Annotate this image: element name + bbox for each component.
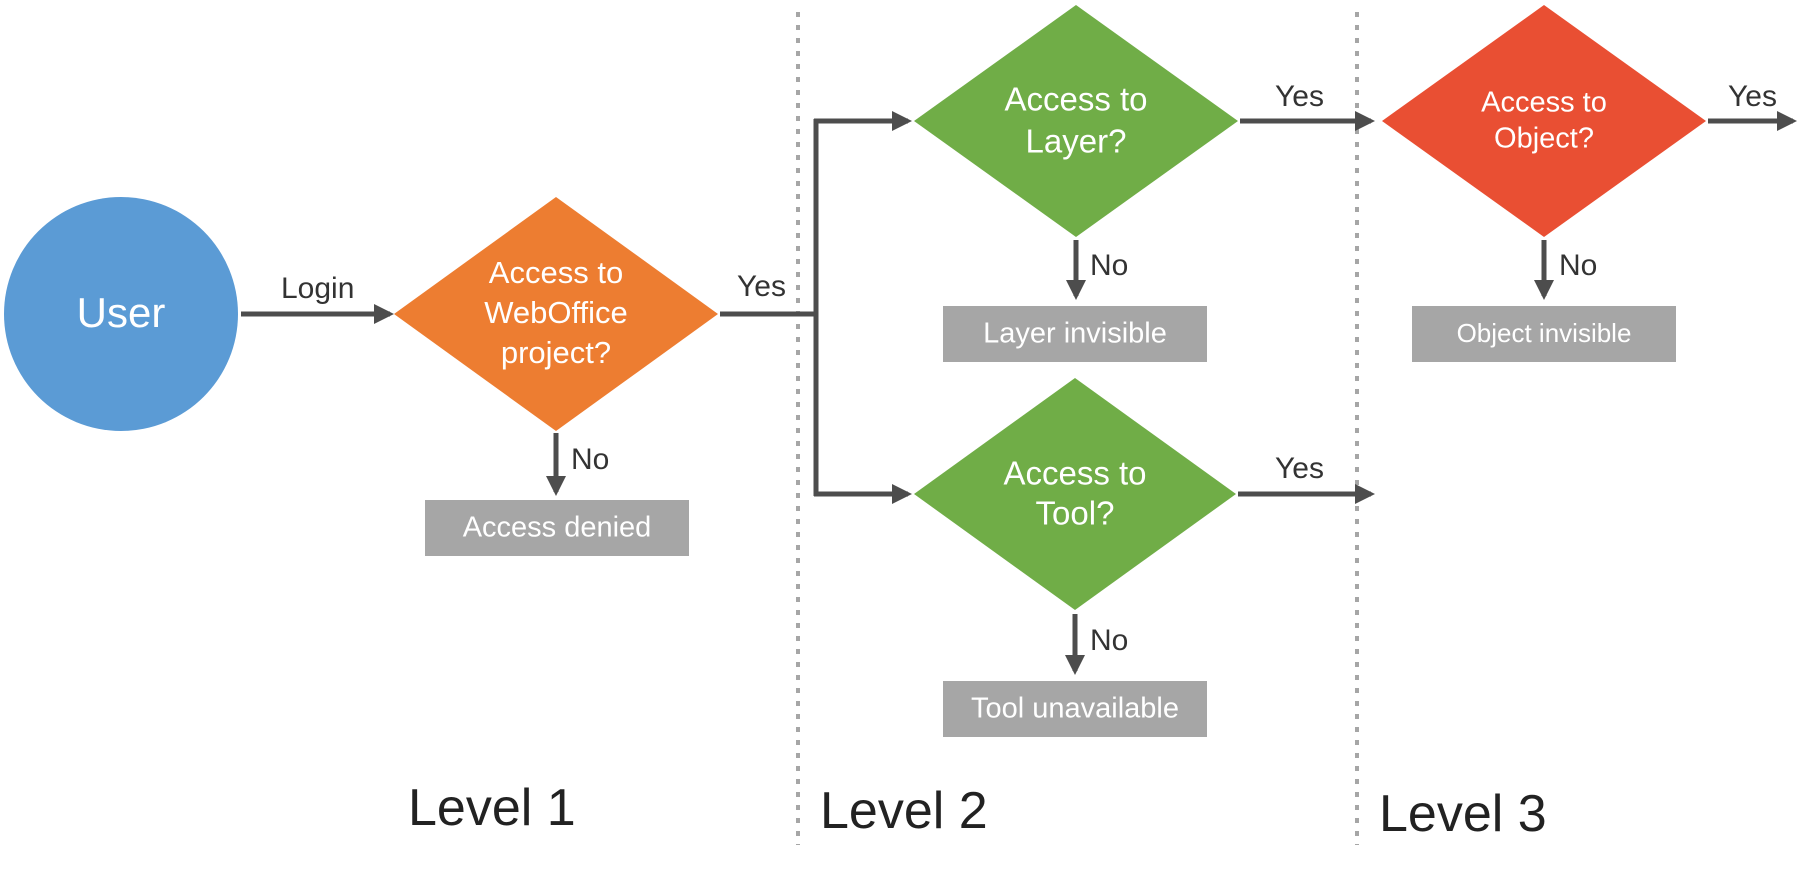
level-3-label: Level 3 bbox=[1379, 785, 1547, 843]
project-decision-line-2: WebOffice bbox=[484, 295, 628, 330]
object-decision-diamond bbox=[1382, 5, 1706, 237]
tool-decision-diamond bbox=[914, 378, 1236, 610]
layer-invisible-label: Layer invisible bbox=[983, 318, 1167, 350]
tool-decision-line-2: Tool? bbox=[1036, 495, 1115, 532]
tool-no-label: No bbox=[1090, 624, 1128, 657]
layer-yes-label: Yes bbox=[1275, 80, 1324, 113]
tool-decision-line-1: Access to bbox=[1003, 455, 1146, 492]
tool-unavailable-box bbox=[943, 681, 1207, 737]
tool-unavailable-label: Tool unavailable bbox=[971, 693, 1179, 725]
object-decision-line-2: Object? bbox=[1494, 123, 1594, 155]
level-1-label: Level 1 bbox=[408, 779, 576, 837]
project-decision-diamond bbox=[394, 197, 718, 431]
user-label: User bbox=[77, 289, 166, 336]
access-denied-box bbox=[425, 500, 689, 556]
object-decision-line-1: Access to bbox=[1481, 87, 1607, 119]
layer-decision-line-1: Access to bbox=[1004, 81, 1147, 118]
layer-decision-diamond bbox=[914, 5, 1238, 237]
user-node bbox=[4, 197, 238, 431]
object-invisible-label: Object invisible bbox=[1457, 318, 1632, 348]
project-no-label: No bbox=[571, 443, 609, 476]
project-decision-line-3: project? bbox=[501, 335, 611, 370]
project-decision-line-1: Access to bbox=[489, 255, 623, 290]
access-denied-label: Access denied bbox=[463, 512, 652, 544]
layer-no-label: No bbox=[1090, 249, 1128, 282]
level-2-label: Level 2 bbox=[820, 782, 988, 840]
tool-yes-label: Yes bbox=[1275, 452, 1324, 485]
project-yes-label: Yes bbox=[737, 270, 786, 303]
object-no-label: No bbox=[1559, 249, 1597, 282]
layer-invisible-box bbox=[943, 306, 1207, 362]
layer-decision-line-2: Layer? bbox=[1026, 123, 1127, 160]
login-label: Login bbox=[281, 272, 354, 305]
object-invisible-box bbox=[1412, 306, 1676, 362]
object-yes-label: Yes bbox=[1728, 80, 1777, 113]
